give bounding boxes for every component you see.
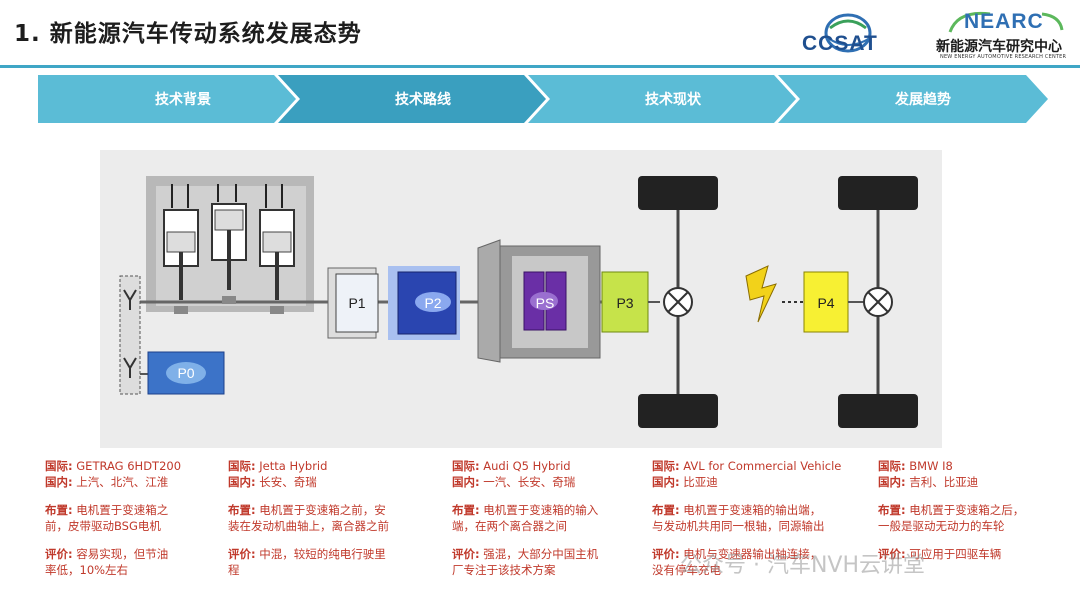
label-p3: P3: [616, 295, 633, 311]
eval-label: 评价:: [228, 547, 256, 561]
eval-label: 评价:: [45, 547, 73, 561]
drivetrain-schematic: P0 P1 P2 PS P3 P4: [119, 176, 918, 428]
cylinder-1: [163, 184, 199, 300]
label-p4: P4: [817, 295, 834, 311]
dom-value: 比亚迪: [683, 475, 718, 489]
nav-chevron-1: [38, 75, 296, 123]
intl-value: Audi Q5 Hybrid: [483, 459, 571, 473]
column-p4: 国际: BMW I8 国内: 吉利、比亚迪 布置: 电机置于变速箱之后， 一般是…: [878, 458, 1024, 562]
layout-label: 布置:: [45, 503, 73, 517]
dom-value: 长安、奇瑞: [259, 475, 317, 489]
label-p2: P2: [424, 295, 441, 311]
column-p2: 国际: Audi Q5 Hybrid 国内: 一汽、长安、奇瑞 布置: 电机置于…: [452, 458, 598, 578]
cylinder-2: [211, 184, 247, 290]
intl-label: 国际:: [452, 459, 480, 473]
progress-nav: 技术背景 技术路线 技术现状 发展趋势: [38, 75, 1048, 123]
leaf-icon: [948, 11, 1064, 33]
motor-p3: [601, 271, 649, 333]
watermark: 公众号 · 汽车NVH云讲堂: [680, 553, 926, 578]
eval-line-2: 厂专注于该技术方案: [452, 563, 556, 577]
eval-line-1: 容易实现，但节油: [76, 547, 169, 561]
motor-p0: [147, 351, 225, 395]
intl-value: BMW I8: [909, 459, 953, 473]
intl-value: AVL for Commercial Vehicle: [683, 459, 842, 473]
column-p1: 国际: Jetta Hybrid 国内: 长安、奇瑞 布置: 电机置于变速箱之前…: [228, 458, 389, 578]
rear-wheel-top: [838, 176, 918, 210]
nearc-logo: NEARC 新能源汽车研究中心 NEW ENERGY AUTOMOTIVE RE…: [930, 8, 1075, 63]
dom-value: 吉利、比亚迪: [909, 475, 979, 489]
ccsat-logo: CCSAT: [800, 8, 895, 63]
front-wheel-top: [638, 176, 718, 210]
nav-chevron-4: [778, 75, 1048, 123]
label-ps: PS: [536, 295, 555, 311]
layout-label: 布置:: [228, 503, 256, 517]
page-title: 1. 新能源汽车传动系统发展态势: [14, 21, 362, 47]
nav-step-status[interactable]: 技术现状: [645, 92, 701, 108]
nav-chevron-2: [278, 75, 546, 123]
layout-line-2: 端，在两个离合器之间: [452, 519, 567, 533]
ccsat-logo-text: CCSAT: [802, 32, 878, 55]
eval-line-1: 可应用于四驱车辆: [909, 547, 1002, 561]
front-wheel-bottom: [638, 394, 718, 428]
belt-pulley: [119, 275, 141, 395]
layout-line-1: 电机置于变速箱之前，安: [259, 503, 386, 517]
layout-line-2: 装在发动机曲轴上，离合器之前: [228, 519, 389, 533]
layout-line-1: 电机置于变速箱之: [76, 503, 169, 517]
motor-p4: [803, 271, 849, 333]
header-divider: [0, 65, 1080, 68]
layout-line-1: 电机置于变速箱之后，: [909, 503, 1025, 517]
intl-value: Jetta Hybrid: [259, 459, 328, 473]
dom-label: 国内:: [452, 475, 480, 489]
layout-label: 布置:: [452, 503, 480, 517]
nav-step-trend[interactable]: 发展趋势: [895, 92, 951, 108]
dom-label: 国内:: [228, 475, 256, 489]
eval-line-2: 程: [228, 563, 240, 577]
eval-label: 评价:: [878, 547, 906, 561]
layout-line-1: 电机置于变速箱的输入: [483, 503, 599, 517]
column-p0: 国际: GETRAG 6HDT200 国内: 上汽、北汽、江淮 布置: 电机置于…: [45, 458, 181, 578]
column-p3: 国际: AVL for Commercial Vehicle 国内: 比亚迪 布…: [652, 458, 841, 578]
nav-chevrons: [38, 75, 1048, 123]
layout-label: 布置:: [652, 503, 680, 517]
globe-icon: [824, 13, 872, 53]
eval-line-2: 率低，10%左右: [45, 563, 129, 577]
nearc-logo-en: NEW ENERGY AUTOMOTIVE RESEARCH CENTER: [940, 54, 1067, 60]
dom-label: 国内:: [45, 475, 73, 489]
nav-chevron-3: [528, 75, 796, 123]
hybrid-architecture-diagram: P0 P1 P2 PS P3 P4: [100, 150, 942, 448]
intl-label: 国际:: [228, 459, 256, 473]
layout-line-1: 电机置于变速箱的输出端，: [683, 503, 822, 517]
dom-label: 国内:: [878, 475, 906, 489]
intl-label: 国际:: [45, 459, 73, 473]
layout-line-2: 一般是驱动无动力的车轮: [878, 519, 1005, 533]
label-p0: P0: [177, 365, 194, 381]
eval-line-2: 没有停车充电: [652, 563, 721, 577]
intl-label: 国际:: [878, 459, 906, 473]
eval-line-1: 强混，大部分中国主机: [483, 547, 599, 561]
dom-label: 国内:: [652, 475, 680, 489]
nearc-logo-cn: 新能源汽车研究中心: [936, 39, 1062, 55]
intl-value: GETRAG 6HDT200: [76, 459, 182, 473]
eval-label: 评价:: [452, 547, 480, 561]
layout-label: 布置:: [878, 503, 906, 517]
lightning-icon: [745, 265, 777, 323]
layout-line-2: 与发动机共用同一根轴，同源输出: [652, 519, 825, 533]
eval-line-1: 中混，较短的纯电行驶里: [259, 547, 386, 561]
dom-value: 上汽、北汽、江淮: [76, 475, 169, 489]
nav-step-background[interactable]: 技术背景: [155, 92, 211, 108]
dom-value: 一汽、长安、奇瑞: [483, 475, 576, 489]
label-p1: P1: [348, 295, 365, 311]
nav-step-route[interactable]: 技术路线: [395, 92, 451, 108]
nearc-logo-text: NEARC: [964, 10, 1044, 33]
rear-wheel-bottom: [838, 394, 918, 428]
layout-line-2: 前，皮带驱动BSG电机: [45, 519, 161, 533]
gearbox: [477, 239, 501, 363]
intl-label: 国际:: [652, 459, 680, 473]
cylinder-3: [259, 184, 295, 300]
eval-line-1: 电机与变速器输出轴连接，: [683, 547, 822, 561]
eval-label: 评价:: [652, 547, 680, 561]
